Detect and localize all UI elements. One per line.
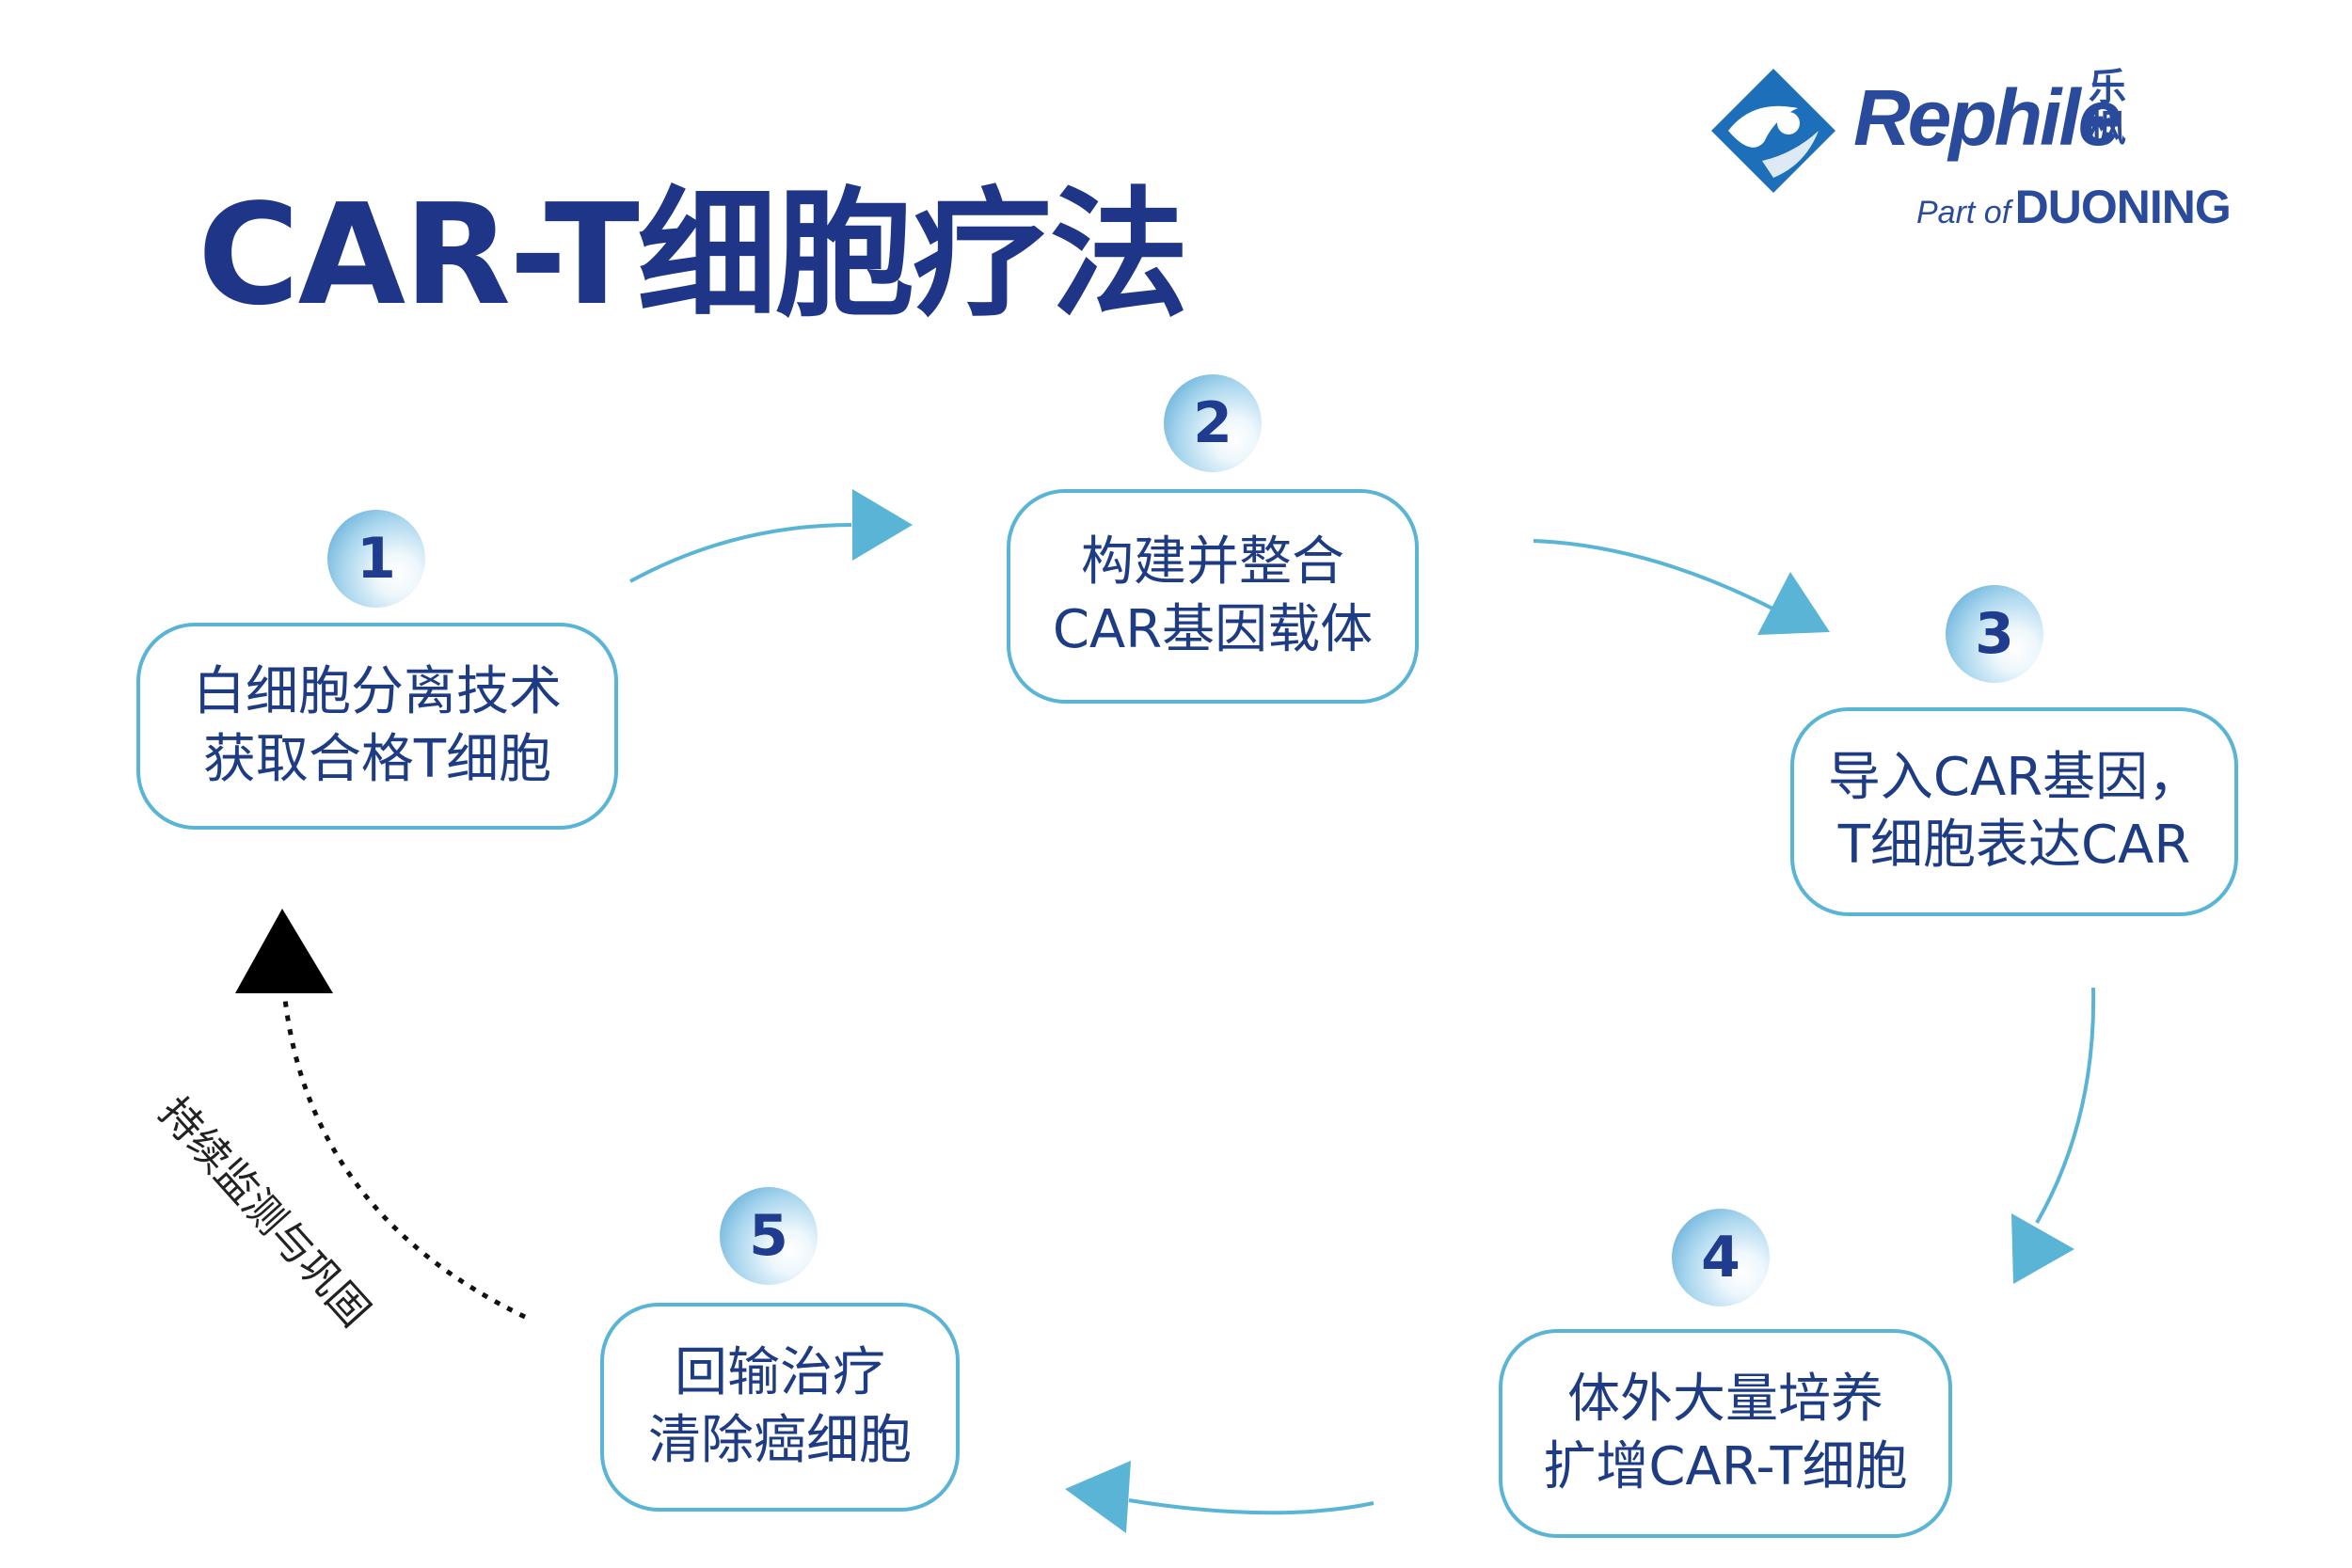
step-1-line1: 白细胞分离技术 (193, 661, 562, 722)
arrow-step1-to-step2 (629, 523, 852, 583)
step-4-line2: 扩增CAR-T细胞 (1543, 1436, 1908, 1497)
step-badge-3: 3 (1946, 585, 2043, 683)
step-3-line2: T细胞表达CAR (1837, 815, 2191, 876)
arrowhead-step2 (852, 489, 913, 561)
arrow-step3-to-step4 (2035, 987, 2096, 1224)
step-badge-4: 4 (1672, 1209, 1770, 1307)
step-box-2: 构建并整合 CAR基因载体 (1007, 489, 1419, 704)
step-5-line2: 清除癌细胞 (648, 1410, 912, 1471)
step-badge-5: 5 (720, 1187, 818, 1285)
arrowhead-step4 (2011, 1213, 2074, 1284)
arrow-step4-to-step5 (1128, 1498, 1375, 1515)
logo-subtitle: Part of DUONING (1916, 180, 2232, 234)
logo-cn-bottom: 枫 (2089, 107, 2126, 150)
step-2-line2: CAR基因载体 (1052, 599, 1374, 660)
page-title: CAR-T细胞疗法 (198, 174, 1189, 336)
step-box-4: 体外大量培养 扩增CAR-T细胞 (1499, 1329, 1952, 1538)
arrowhead-step3 (1757, 572, 1830, 635)
step-2-line1: 构建并整合 (1081, 531, 1344, 593)
logo-chinese: 乐 枫 (2089, 67, 2126, 150)
step-badge-2: 2 (1164, 374, 1262, 472)
logo-sub-prefix: Part of (1916, 195, 2011, 230)
monitor-arrowhead (235, 909, 333, 993)
step-badge-1: 1 (327, 510, 425, 608)
step-4-line1: 体外大量培养 (1567, 1369, 1883, 1430)
rephile-diamond-icon (1711, 69, 1836, 193)
step-box-5: 回输治疗 清除癌细胞 (600, 1303, 960, 1512)
step-box-1: 白细胞分离技术 获取合格T细胞 (136, 623, 618, 830)
step-3-line1: 导入CAR基因， (1827, 747, 2201, 808)
step-5-line1: 回输治疗 (675, 1342, 885, 1403)
step-box-3: 导入CAR基因， T细胞表达CAR (1790, 707, 2238, 916)
step-1-line2: 获取合格T细胞 (202, 729, 552, 790)
rephile-logo: Rephile 乐 枫 Part of DUONING (1708, 61, 2291, 240)
logo-sub-brand: DUONING (2014, 181, 2232, 233)
arrowhead-step5 (1065, 1461, 1131, 1533)
logo-cn-top: 乐 (2089, 66, 2126, 109)
monitor-dotted-arrow (282, 998, 527, 1320)
logo-wordmark: Rephile (1853, 73, 2122, 162)
arrow-step2-to-step3 (1533, 539, 1779, 613)
